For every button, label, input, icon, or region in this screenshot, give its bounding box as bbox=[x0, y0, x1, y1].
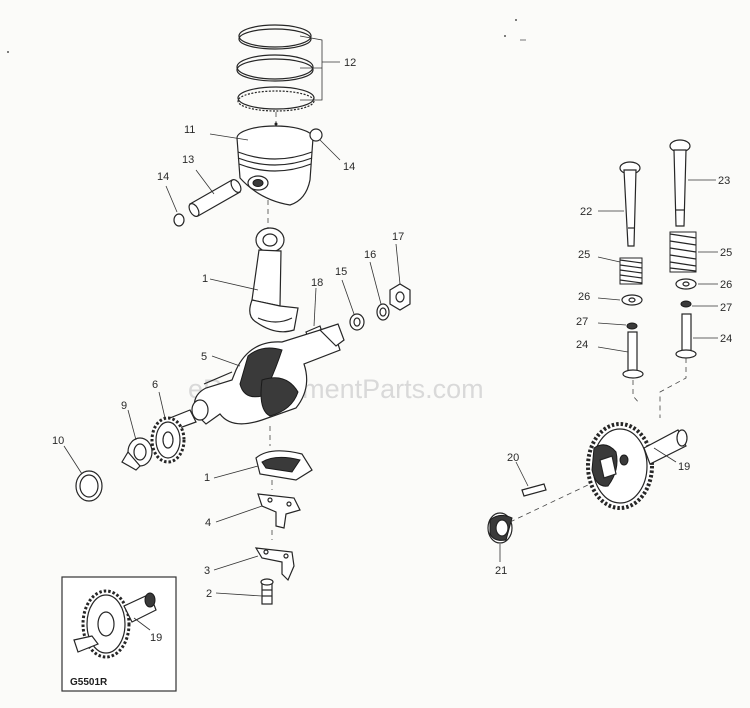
callout-24-right: 24 bbox=[720, 333, 732, 345]
lock-plate bbox=[257, 493, 301, 529]
callout-15: 15 bbox=[335, 266, 347, 278]
main-bearing bbox=[121, 437, 153, 471]
camshaft-lobe bbox=[643, 429, 687, 465]
callout-11: 11 bbox=[184, 124, 195, 136]
callout-23: 23 bbox=[718, 175, 730, 187]
callout-27-left: 27 bbox=[576, 316, 588, 328]
piston-rings bbox=[236, 24, 315, 112]
callout-14-left: 14 bbox=[157, 171, 169, 183]
callout-1-bottom: 1 bbox=[204, 472, 210, 484]
callout-16: 16 bbox=[364, 249, 376, 261]
oil-seal bbox=[75, 470, 103, 502]
valve-spring-right bbox=[669, 231, 697, 273]
spring-retainer-right bbox=[675, 278, 697, 290]
washer bbox=[349, 313, 365, 331]
callout-21: 21 bbox=[495, 565, 507, 577]
cam-seal bbox=[487, 512, 513, 544]
inset-camshaft-stub bbox=[73, 635, 99, 653]
connecting-rod bbox=[249, 227, 299, 333]
callout-6: 6 bbox=[152, 379, 158, 391]
flywheel-nut bbox=[389, 283, 411, 311]
callout-13: 13 bbox=[182, 154, 194, 166]
piston-pin-clip-right bbox=[309, 128, 323, 142]
spring-retainer-left bbox=[621, 294, 643, 306]
callout-12: 12 bbox=[344, 57, 356, 69]
callout-2: 2 bbox=[206, 588, 212, 600]
rod-cap bbox=[255, 450, 313, 481]
callout-3: 3 bbox=[204, 565, 210, 577]
keeper-left bbox=[626, 322, 638, 330]
compression-release-pin bbox=[521, 483, 547, 497]
oil-dipper bbox=[254, 547, 295, 582]
callout-27-right: 27 bbox=[720, 302, 732, 314]
callout-5: 5 bbox=[201, 351, 207, 363]
piston-pin-clip-left bbox=[173, 213, 185, 227]
tappet-right bbox=[675, 313, 697, 359]
callout-18: 18 bbox=[311, 277, 323, 289]
callout-4: 4 bbox=[205, 517, 211, 529]
callout-17: 17 bbox=[392, 231, 404, 243]
piston-pin bbox=[188, 179, 242, 217]
callout-19-inset: 19 bbox=[150, 632, 162, 644]
keeper-right bbox=[680, 300, 692, 308]
crank-gear bbox=[150, 416, 186, 464]
lock-washer bbox=[376, 303, 390, 321]
crankshaft bbox=[169, 323, 345, 431]
rod-cap-bolt bbox=[260, 578, 274, 605]
tappet-left bbox=[622, 331, 644, 379]
valve-spring-left bbox=[619, 257, 643, 285]
callout-26-left: 26 bbox=[578, 291, 590, 303]
inset-code: G5501R bbox=[70, 677, 108, 688]
callout-1-top: 1 bbox=[202, 273, 208, 285]
callout-22: 22 bbox=[580, 206, 592, 218]
camshaft-gear bbox=[586, 422, 688, 510]
callout-19: 19 bbox=[678, 461, 690, 473]
exhaust-valve bbox=[669, 139, 691, 227]
callout-9: 9 bbox=[121, 400, 127, 412]
intake-valve bbox=[619, 161, 641, 247]
callout-24-left: 24 bbox=[576, 339, 588, 351]
callout-14-right: 14 bbox=[343, 161, 355, 173]
callout-26-right: 26 bbox=[720, 279, 732, 291]
piston bbox=[236, 125, 314, 206]
callout-25-left: 25 bbox=[578, 249, 590, 261]
inset-box: 19 G5501R bbox=[61, 576, 177, 692]
callout-20: 20 bbox=[507, 452, 519, 464]
callout-25-right: 25 bbox=[720, 247, 732, 259]
callout-10: 10 bbox=[52, 435, 64, 447]
